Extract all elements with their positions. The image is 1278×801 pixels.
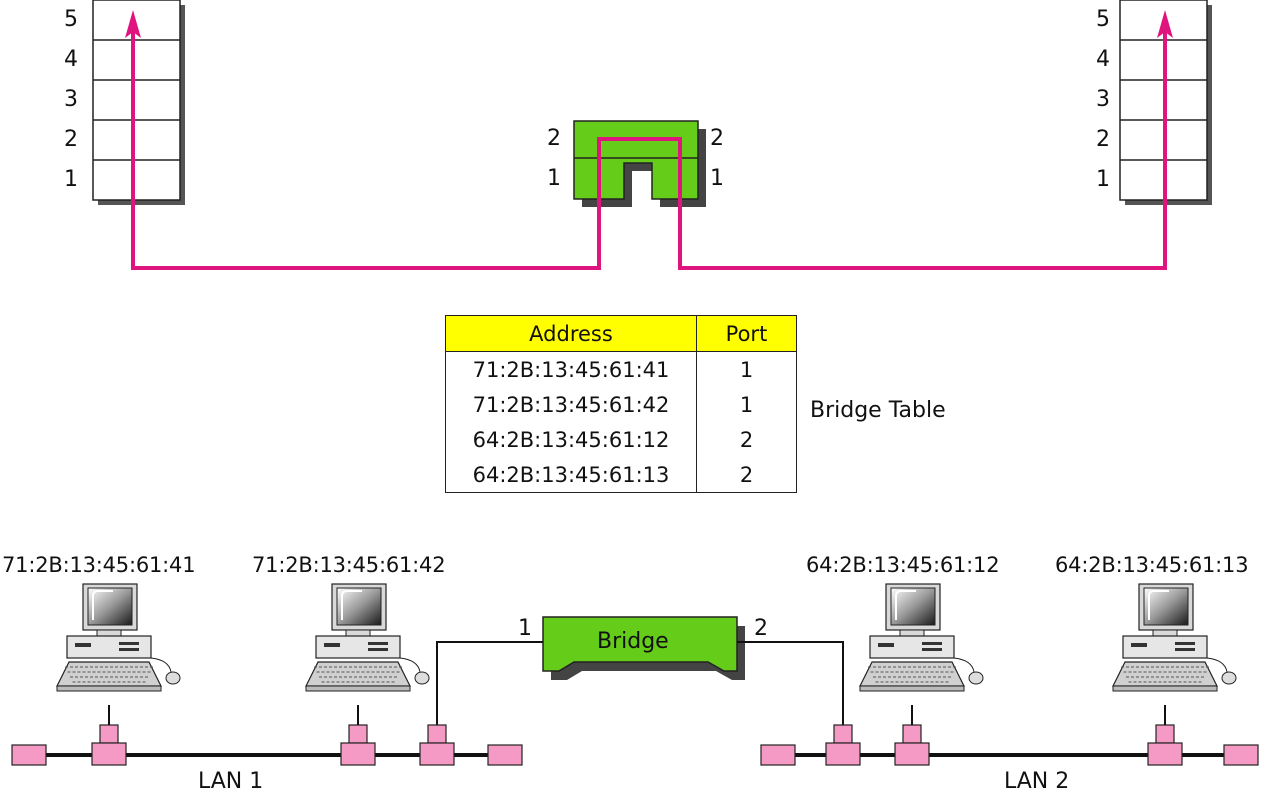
table-cell-address: 71:2B:13:45:61:41 bbox=[445, 351, 697, 387]
bridge-port1-line bbox=[436, 641, 543, 725]
frame-path bbox=[125, 10, 1173, 270]
left-layer-3: 3 bbox=[64, 87, 78, 112]
table-row: 64:2B:13:45:61:12 2 bbox=[445, 422, 797, 457]
lan2-tap-4 bbox=[1147, 724, 1183, 766]
bridge-port2-line bbox=[737, 641, 844, 725]
lan1-tap-bridge bbox=[419, 724, 455, 766]
right-arrowhead bbox=[1157, 10, 1173, 38]
right-layer-4: 4 bbox=[1096, 47, 1110, 72]
lan1-bus bbox=[11, 724, 523, 766]
left-arrowhead bbox=[125, 10, 141, 38]
table-row: 64:2B:13:45:61:13 2 bbox=[445, 457, 797, 493]
host-1-address: 71:2B:13:45:61:41 bbox=[2, 553, 196, 577]
table-cell-port: 1 bbox=[696, 387, 797, 422]
table-cell-port: 1 bbox=[696, 351, 797, 387]
bridge-layer-box bbox=[573, 120, 706, 207]
bridge-table-header-port: Port bbox=[696, 315, 797, 352]
lan2-tap-bridge bbox=[825, 724, 861, 766]
lan2-bus bbox=[760, 724, 1259, 766]
bridge-box-right-layer-2: 2 bbox=[710, 126, 724, 151]
left-layer-5: 5 bbox=[64, 7, 78, 32]
right-layer-1: 1 bbox=[1096, 167, 1110, 192]
lan1-tap-2 bbox=[340, 724, 376, 766]
bridge-box-right-layer-1: 1 bbox=[710, 166, 724, 191]
computer-host-4 bbox=[1112, 583, 1237, 692]
computer-host-3 bbox=[859, 583, 984, 692]
bridge-table-header-row: Address Port bbox=[445, 315, 797, 352]
host-3-address: 64:2B:13:45:61:12 bbox=[806, 553, 1000, 577]
table-cell-address: 71:2B:13:45:61:42 bbox=[445, 387, 697, 422]
lan1-terminator-right bbox=[487, 744, 523, 766]
lan1-tap-1 bbox=[91, 724, 127, 766]
computer-host-1 bbox=[56, 583, 181, 692]
bridge-table-caption: Bridge Table bbox=[810, 398, 946, 423]
left-layer-1: 1 bbox=[64, 167, 78, 192]
right-protocol-stack bbox=[1119, 0, 1212, 205]
right-layer-5: 5 bbox=[1096, 7, 1110, 32]
lan2-tap-3 bbox=[894, 724, 930, 766]
bridge-device bbox=[542, 616, 745, 680]
lan2-terminator-left bbox=[760, 744, 796, 766]
lan1-terminator-left bbox=[11, 744, 47, 766]
table-cell-address: 64:2B:13:45:61:13 bbox=[445, 457, 697, 493]
bridge-port-2-label: 2 bbox=[754, 616, 768, 641]
lan2-terminator-right bbox=[1223, 744, 1259, 766]
table-cell-address: 64:2B:13:45:61:12 bbox=[445, 422, 697, 457]
host-4-address: 64:2B:13:45:61:13 bbox=[1055, 553, 1249, 577]
left-protocol-stack bbox=[92, 0, 185, 205]
host-2-address: 71:2B:13:45:61:42 bbox=[252, 553, 446, 577]
table-row: 71:2B:13:45:61:42 1 bbox=[445, 387, 797, 422]
left-layer-2: 2 bbox=[64, 127, 78, 152]
lan2-label: LAN 2 bbox=[1004, 769, 1070, 794]
bridge-table: Address Port 71:2B:13:45:61:41 1 71:2B:1… bbox=[445, 315, 797, 493]
bridge-box-left-layer-1: 1 bbox=[547, 166, 561, 191]
left-layer-4: 4 bbox=[64, 47, 78, 72]
bridge-table-header-address: Address bbox=[445, 315, 697, 352]
bridge-box-left-layer-2: 2 bbox=[547, 126, 561, 151]
table-row: 71:2B:13:45:61:41 1 bbox=[445, 351, 797, 387]
right-layer-2: 2 bbox=[1096, 127, 1110, 152]
computer-host-2 bbox=[305, 583, 430, 692]
lan1-label: LAN 1 bbox=[198, 769, 264, 794]
table-cell-port: 2 bbox=[696, 422, 797, 457]
right-layer-3: 3 bbox=[1096, 87, 1110, 112]
table-cell-port: 2 bbox=[696, 457, 797, 493]
bridge-port-1-label: 1 bbox=[518, 616, 532, 641]
bridge-label: Bridge bbox=[597, 629, 669, 654]
